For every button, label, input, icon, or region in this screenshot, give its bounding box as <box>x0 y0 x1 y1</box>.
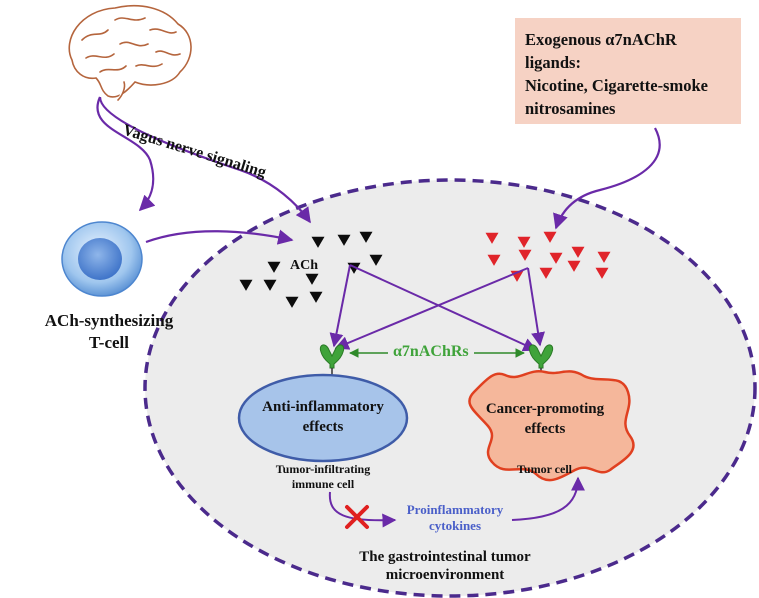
tcell-label-line-2: T-cell <box>89 333 129 352</box>
microenvironment-label: The gastrointestinal tumor microenvironm… <box>330 548 560 584</box>
cytokines-line-1: Proinflammatory <box>406 502 504 517</box>
ligand-molecule <box>485 232 499 244</box>
exogenous-ligands-box: Exogenous α7nAChR ligands: Nicotine, Cig… <box>515 18 741 124</box>
ligands-line-3: Nicotine, Cigarette-smoke <box>525 76 708 95</box>
receptor-label: α7nAChRs <box>393 343 469 360</box>
ach-molecule <box>369 254 383 266</box>
tcell-label: ACh-synthesizing T-cell <box>14 310 204 354</box>
cancer-effect-line-2: effects <box>524 421 566 437</box>
ligand-to-immune-arrow <box>334 267 529 350</box>
ligand-molecule <box>595 267 609 279</box>
ach-molecule <box>285 296 299 308</box>
cancer-effect-label: Cancer-promoting effects <box>473 399 617 439</box>
immune-cell-line-1: Tumor-infiltrating <box>275 462 371 476</box>
ligand-molecule <box>517 236 531 248</box>
ach-to-immune-arrow <box>329 264 351 348</box>
immune-to-cytokine-arrow <box>328 491 397 528</box>
cytokines-line-2: cytokines <box>429 518 481 533</box>
ligand-molecule <box>567 260 581 272</box>
immune-effect-label: Anti-inflammatory effects <box>239 397 407 437</box>
brain-icon <box>68 4 192 101</box>
immune-cell-shape <box>237 373 409 463</box>
cytokine-to-tumor-arrow <box>511 476 585 521</box>
microenvironment-ellipse <box>143 178 757 598</box>
tumor-cell-label: Tumor cell <box>517 462 573 476</box>
immune-cell-line-2: immune cell <box>291 477 355 491</box>
ach-molecule <box>337 234 351 246</box>
ligand-molecule <box>539 267 553 279</box>
ach-molecule <box>239 279 253 291</box>
ligand-molecule <box>597 251 611 263</box>
ach-molecule <box>305 273 319 285</box>
ach-molecule <box>267 261 281 273</box>
tcell-icon <box>61 221 143 297</box>
tumor-receptor-icon <box>528 344 554 369</box>
ligand-molecule <box>543 231 557 243</box>
immune-receptor-icon <box>319 344 345 369</box>
tumor-cell-shape <box>468 370 635 482</box>
vagus-nerve-arrow <box>98 96 311 224</box>
ligand-to-tumor-receptor-arrow <box>527 267 545 347</box>
ligand-molecule <box>549 252 563 264</box>
ligand-molecule <box>518 249 532 261</box>
cytokines-label: Proinflammatory cytokines <box>398 502 512 534</box>
ach-to-tumor-arrow <box>349 264 538 352</box>
immune-effect-line-1: Anti-inflammatory <box>262 399 384 415</box>
microenvironment-line-2: microenvironment <box>385 567 505 583</box>
tcell-to-ach-arrow <box>145 229 294 245</box>
ligand-molecule <box>487 254 501 266</box>
ach-molecules <box>239 231 383 308</box>
ach-label: ACh <box>290 258 319 273</box>
ligands-line-2: ligands: <box>525 53 581 72</box>
ligands-line-1: Exogenous α7nAChR <box>525 30 677 49</box>
immune-cell-label: Tumor-infiltrating immune cell <box>258 462 388 492</box>
ach-molecule <box>309 291 323 303</box>
ligand-to-tumor-arrow <box>553 127 661 230</box>
ach-molecule <box>311 236 325 248</box>
microenvironment-line-1: The gastrointestinal tumor <box>359 549 531 565</box>
cancer-effect-line-1: Cancer-promoting <box>485 401 605 417</box>
ligands-line-4: nitrosamines <box>525 99 616 118</box>
immune-effect-line-2: effects <box>302 419 344 435</box>
ach-molecule <box>359 231 373 243</box>
ligand-molecule <box>571 246 585 258</box>
ach-molecule <box>263 279 277 291</box>
tcell-label-line-1: ACh-synthesizing <box>44 311 174 330</box>
brain-to-tcell-arrow <box>96 96 156 212</box>
inhibition-x-icon <box>345 505 369 529</box>
